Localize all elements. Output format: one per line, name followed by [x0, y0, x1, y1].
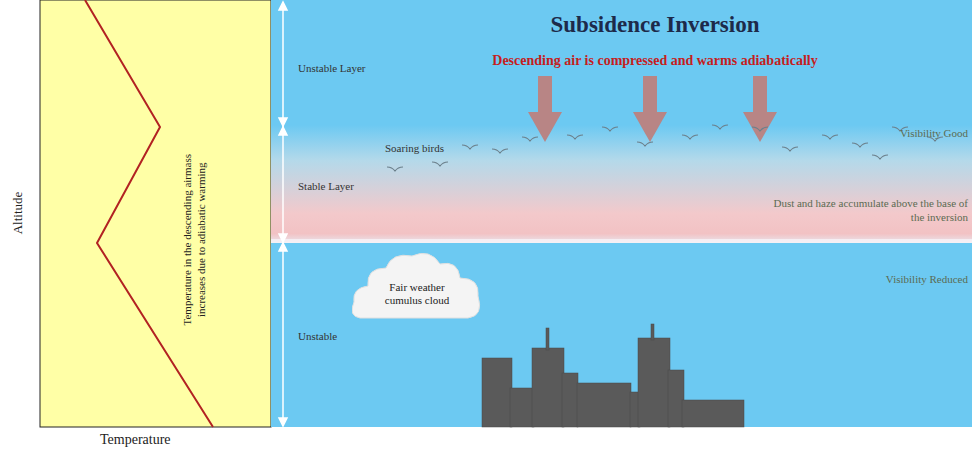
descending-arrows — [528, 76, 777, 142]
label: Visibility Reduced — [886, 273, 968, 285]
inversion-base — [271, 239, 972, 243]
label: Altitude — [10, 192, 26, 235]
node-text: Temperature in the descending airmass in… — [181, 140, 209, 340]
graph-panel — [40, 0, 271, 427]
city-buildings — [482, 324, 744, 427]
label: Visibility Good — [900, 127, 968, 139]
label: Soaring birds — [385, 142, 444, 154]
label: Dust and haze accumulate above the base … — [768, 197, 968, 225]
label: Stable Layer — [298, 180, 354, 192]
stable-band — [271, 125, 972, 243]
graph-annotation: Temperature in the descending airmass in… — [150, 140, 240, 340]
layer-arrows — [279, 2, 287, 426]
sky — [271, 0, 972, 427]
label: Temperature — [100, 432, 171, 448]
title: Subsidence Inversion — [551, 12, 760, 38]
label: Unstable — [298, 330, 337, 342]
birds — [387, 125, 943, 171]
cloud-node: Fair weather cumulus cloud — [352, 250, 482, 322]
node-text: Fair weather cumulus cloud — [374, 281, 460, 307]
temperature-profile — [85, 0, 213, 427]
label: Descending air is compressed and warms a… — [492, 53, 817, 69]
label: Unstable Layer — [298, 62, 366, 74]
